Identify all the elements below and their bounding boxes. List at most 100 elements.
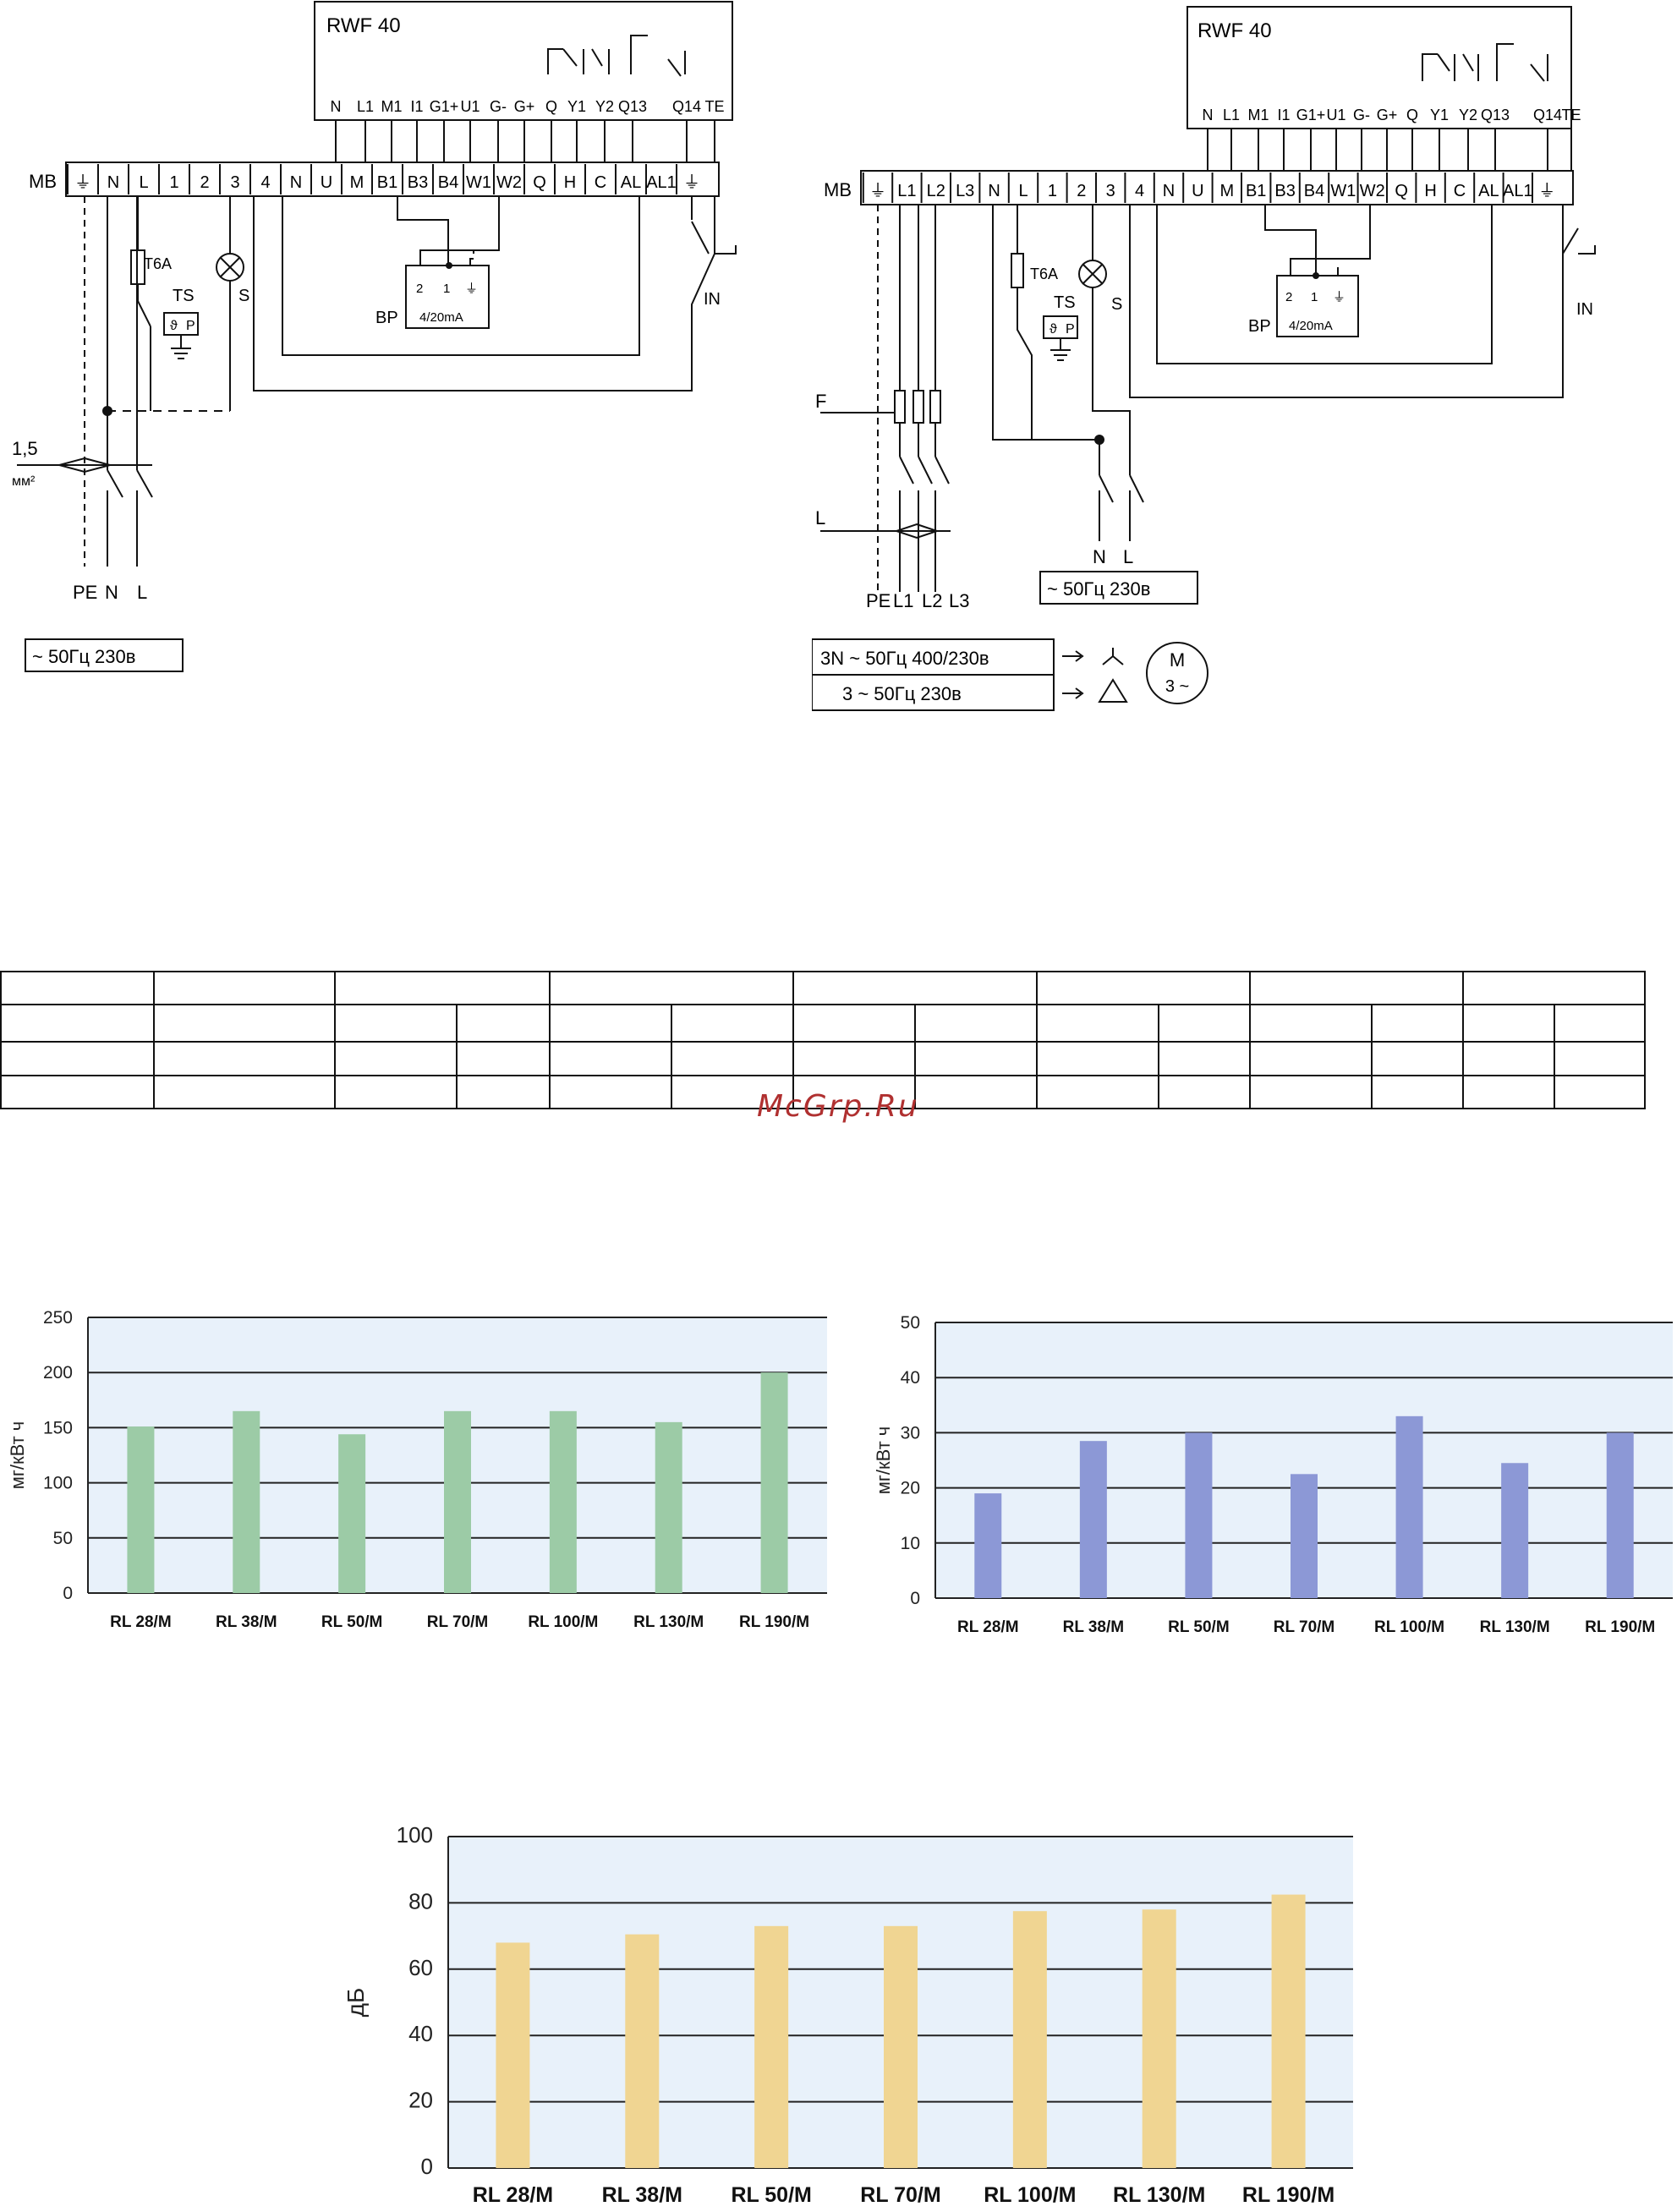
category-label: RL 38/M [602, 2183, 682, 2207]
y-tick-label: 40 [901, 1368, 920, 1388]
aux-l: L [1123, 546, 1133, 567]
board-terminal: AL1 [646, 173, 677, 192]
board-terminal: L [139, 173, 148, 192]
board-terminal: B3 [408, 173, 428, 192]
input-label-right: IN [1576, 300, 1593, 319]
y-tick-label: 50 [901, 1313, 920, 1333]
three-phase-line-1: 3N ~ 50Гц 400/230в [820, 648, 989, 669]
ctrl-r-term-y2: Y2 [1459, 107, 1477, 123]
cable-value: 1,5 [12, 438, 38, 459]
y-axis-label: мг/кВт ч [7, 1421, 28, 1489]
sensor-label: BP [375, 309, 398, 327]
wiring-diagram-right: RWF 40 N L1 M1 I1 G1+ U1 G- G+ Q Y1 Y2 Q… [812, 6, 1596, 711]
label-f: F [815, 391, 826, 412]
category-label: RL 130/M [633, 1613, 704, 1631]
category-label: RL 130/M [1113, 2183, 1205, 2207]
category-label: RL 100/M [984, 2183, 1076, 2207]
category-label: RL 70/M [427, 1613, 489, 1631]
bar [1142, 1909, 1176, 2168]
y-tick-label: 10 [901, 1534, 920, 1553]
board-terminal: W2 [496, 173, 522, 192]
board-terminal: W1 [1330, 182, 1356, 200]
supply-box: ~ 50Гц 230в [32, 646, 135, 667]
supply-right-l3: L3 [949, 590, 969, 611]
ctrl-term-q: Q [545, 98, 557, 115]
board-terminal: L [1018, 182, 1028, 200]
bar [1395, 1415, 1423, 1598]
y-tick-label: 30 [901, 1423, 920, 1443]
watermark: McGrp.Ru [757, 1089, 919, 1124]
three-phase-line-2: 3 ~ 50Гц 230в [842, 683, 962, 704]
cable-unit: мм² [12, 474, 36, 489]
board-terminal: N [290, 173, 302, 192]
y-tick-label: 0 [910, 1589, 920, 1608]
bar [1606, 1432, 1634, 1598]
bar [127, 1426, 155, 1593]
ctrl-term-n: N [331, 98, 342, 115]
board-terminal: 3 [230, 173, 239, 192]
category-label: RL 28/M [473, 2183, 553, 2207]
board-terminal: AL [1478, 182, 1499, 200]
sensor-range-right: 4/20mA [1289, 319, 1333, 333]
y-tick-label: 150 [43, 1418, 73, 1437]
board-terminal: B1 [377, 173, 397, 192]
ctrl-term-i1: I1 [410, 98, 423, 115]
category-label: RL 50/M [731, 2183, 811, 2207]
bar [760, 1372, 788, 1593]
lamp-label: S [238, 287, 249, 305]
ctrl-term-u1: U1 [460, 98, 480, 115]
category-label: RL 190/M [1585, 1618, 1655, 1636]
ctrl-r-term-l1: L1 [1223, 107, 1240, 123]
board-terminal: N [1163, 182, 1175, 200]
y-tick-label: 80 [408, 1888, 433, 1914]
board-terminal: N [107, 173, 119, 192]
board-label-right: MB [824, 179, 852, 200]
ctrl-term-y2: Y2 [595, 98, 614, 115]
ctrl-term-g1p: G1+ [430, 98, 459, 115]
ctrl-r-term-gp: G+ [1377, 107, 1398, 123]
category-label: RL 50/M [321, 1613, 383, 1631]
board-terminal: Q [1395, 182, 1408, 200]
y-tick-label: 100 [397, 1822, 433, 1848]
board-terminal: 4 [260, 173, 270, 192]
bar [1271, 1894, 1306, 2168]
bar [1079, 1441, 1107, 1598]
category-label: RL 38/M [1063, 1618, 1125, 1636]
board-terminal: ⏚ [869, 182, 886, 200]
board-terminal: AL [621, 173, 641, 192]
board-terminal: 4 [1135, 182, 1144, 200]
bar [1501, 1463, 1529, 1598]
motor-letter: M [1170, 649, 1185, 671]
y-tick-label: 20 [901, 1479, 920, 1498]
category-label: RL 50/M [1168, 1618, 1230, 1636]
board-terminal: C [595, 173, 606, 192]
board-terminal: ⏚ [74, 173, 91, 192]
ctrl-r-term-y1: Y1 [1430, 107, 1449, 123]
sensor-pin-2: 2 [416, 282, 423, 296]
ctrl-term-gm: G- [490, 98, 507, 115]
aux-n: N [1093, 546, 1106, 567]
bar [625, 1934, 660, 2168]
bar [233, 1410, 260, 1593]
category-label: RL 100/M [528, 1613, 598, 1631]
bar [444, 1410, 471, 1593]
board-terminal: Q [533, 173, 546, 192]
ctrl-term-l1: L1 [357, 98, 374, 115]
thermostat-label: TS [173, 287, 195, 305]
board-terminal: H [564, 173, 576, 192]
board-label: MB [29, 171, 57, 192]
category-label: RL 100/M [1374, 1618, 1444, 1636]
board-terminal: N [988, 182, 1000, 200]
y-tick-label: 0 [421, 2154, 433, 2179]
bar [1185, 1432, 1213, 1598]
board-terminal: 1 [1048, 182, 1057, 200]
sensor-pin-right-2: 2 [1285, 290, 1292, 304]
ctrl-r-term-u1: U1 [1326, 107, 1345, 123]
board-terminal: AL1 [1503, 182, 1533, 200]
sensor-range: 4/20mA [419, 310, 463, 325]
board-terminal: M [1219, 182, 1234, 200]
board-terminal: ⏚ [1538, 182, 1555, 200]
ctrl-r-term-q: Q [1406, 107, 1418, 123]
